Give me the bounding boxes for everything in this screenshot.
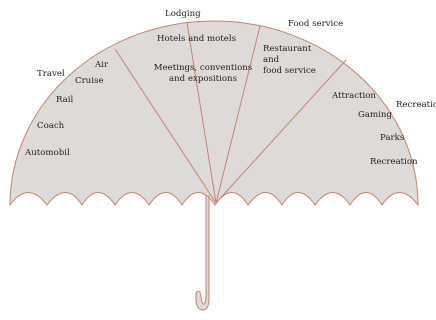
umbrella-handle (195, 195, 210, 311)
rib-travel-lodging (114, 48, 217, 204)
rib-lodging-food (215, 25, 261, 204)
recreation-item-parks: Parks (380, 133, 405, 143)
rib-lodging-mid (186, 22, 217, 204)
travel-item-rail: Rail (56, 95, 74, 105)
recreation-item-gaming: Gaming (358, 110, 392, 120)
travel-item-automobil: Automobil (25, 148, 70, 158)
category-label-lodging: Lodging (165, 9, 201, 19)
recreation-item-recreation: Recreation (370, 157, 418, 167)
travel-item-cruise: Cruise (75, 76, 104, 86)
category-label-recreation: Recreation (396, 100, 436, 110)
category-label-food-service: Food service (288, 19, 344, 29)
travel-item-coach: Coach (37, 121, 65, 131)
rib-food-recreation (215, 59, 347, 204)
lodging-item-meetings: Meetings, conventions and expositions (153, 63, 253, 84)
lodging-item-hotels: Hotels and motels (157, 34, 237, 44)
food-item-restaurant: Restaurant and food service (263, 44, 316, 76)
category-label-travel: Travel (37, 69, 65, 79)
travel-item-air: Air (95, 60, 109, 70)
recreation-item-attraction: Attraction (332, 91, 376, 101)
umbrella-canopy (9, 20, 419, 207)
